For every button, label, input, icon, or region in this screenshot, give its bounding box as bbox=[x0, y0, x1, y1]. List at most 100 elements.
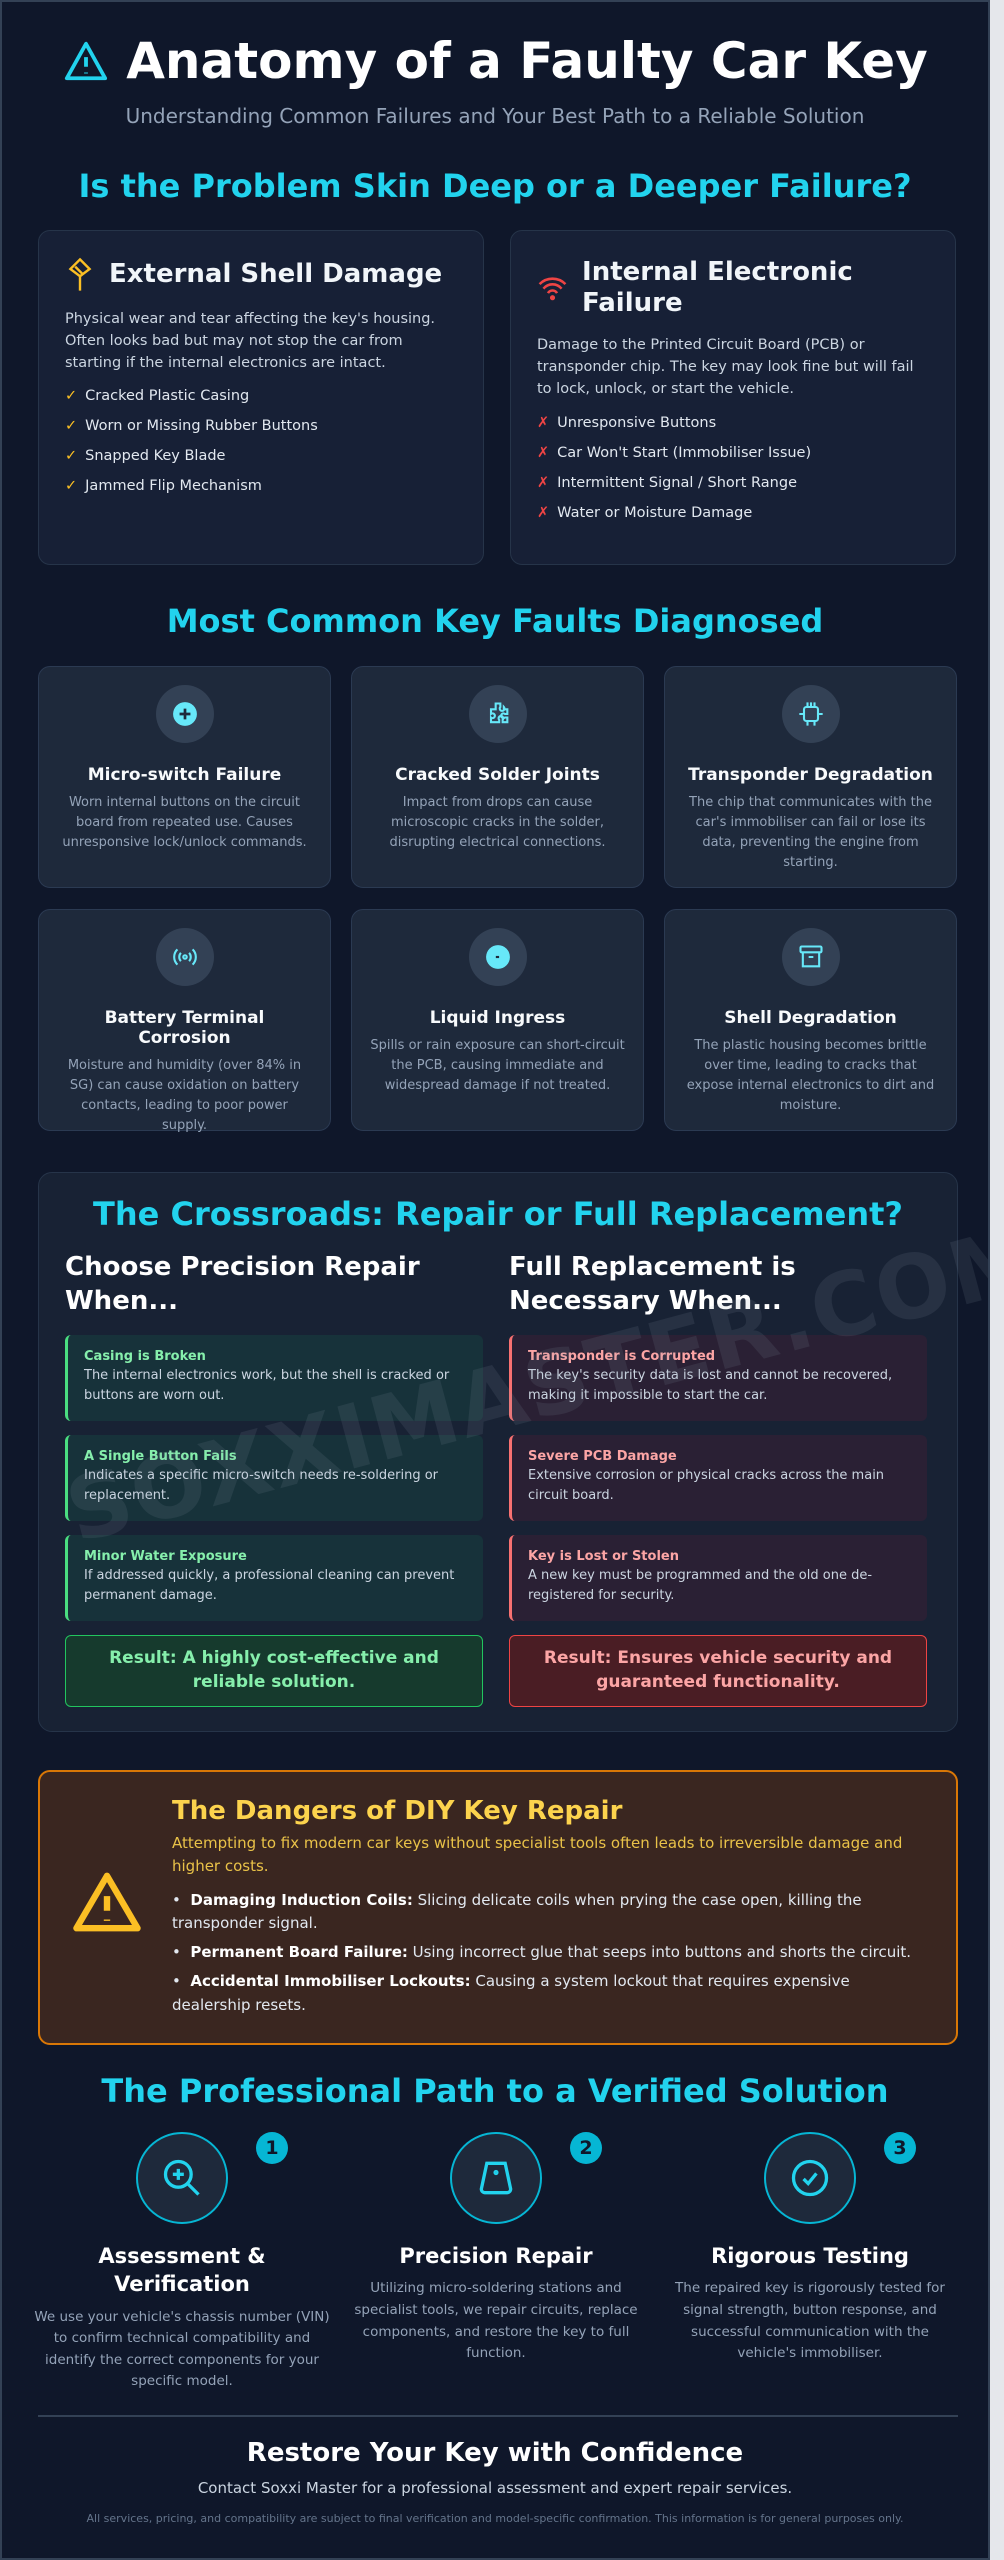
warning-triangle-icon bbox=[65, 41, 108, 81]
item-label: Accidental Immobiliser Lockouts: bbox=[190, 1972, 471, 1991]
fault-title: Battery Terminal Corrosion bbox=[104, 1008, 265, 1048]
item-text: Intermittent Signal / Short Range bbox=[557, 474, 797, 491]
fault-description: Worn internal buttons on the circuit boa… bbox=[62, 795, 307, 851]
cross-icon: ✗ bbox=[537, 414, 550, 431]
broadcast-icon bbox=[155, 928, 214, 986]
criterion-title: Key is Lost or Stolen bbox=[528, 1548, 679, 1564]
list-item: ✗ Intermittent Signal / Short Range bbox=[537, 475, 929, 491]
list-item: ✓ Jammed Flip Mechanism bbox=[65, 478, 457, 494]
card-title: Internal Electronic Failure bbox=[582, 257, 853, 319]
key-fob-icon: 2 bbox=[450, 2132, 602, 2224]
warning-triangle-icon bbox=[73, 1872, 141, 1932]
list-item: ✗Car Won't Start (Immobiliser Issue) bbox=[537, 445, 929, 461]
divider bbox=[38, 2415, 958, 2417]
list-item: • Permanent Board Failure: Using incorre… bbox=[172, 1943, 912, 1961]
list-item: ✗ Unresponsive Buttons bbox=[537, 415, 929, 431]
zoom-in-icon: 1 bbox=[136, 2132, 288, 2224]
step-title: Rigorous Testing bbox=[711, 2244, 909, 2268]
item-label: Permanent Board Failure: bbox=[190, 1943, 408, 1961]
check-circle-icon: 3 bbox=[764, 2132, 916, 2224]
list-item: ✓ Cracked Plastic Casing bbox=[65, 388, 457, 404]
item-text: Water or Moisture Damage bbox=[557, 504, 753, 521]
fault-description: The chip that communicates with the car'… bbox=[689, 795, 932, 871]
page-subtitle: Understanding Common Failures and Your B… bbox=[125, 104, 865, 128]
symptom-list: ✓ Cracked Plastic Casing ✓ Worn or Missing… bbox=[65, 388, 457, 494]
item-text: Causing a system lockout that requires e… bbox=[172, 1972, 850, 2014]
item-text: Car Won't Start (Immobiliser Issue) bbox=[557, 444, 812, 461]
criterion-title: A Single Button Fails bbox=[84, 1448, 237, 1464]
disclaimer: All services, pricing, and compatibility… bbox=[86, 2512, 904, 2525]
fault-description: The plastic housing becomes brittle over… bbox=[686, 1038, 935, 1114]
broken-key-icon bbox=[68, 257, 92, 291]
replace-result: Result: Ensures vehicle security and gua… bbox=[509, 1634, 927, 1707]
step-description: Utilizing micro-soldering stations and s… bbox=[354, 2280, 638, 2362]
check-icon: ✓ bbox=[65, 418, 78, 435]
faults-title: Most Common Key Faults Diagnosed bbox=[166, 602, 824, 640]
dangers-description: Attempting to fix modern car keys withou… bbox=[172, 1834, 903, 1876]
archive-box-icon bbox=[781, 928, 840, 986]
crossroads-title: The Crossroads: Repair or Full Replaceme… bbox=[93, 1195, 903, 1233]
criterion-text: A new key must be programmed and the old… bbox=[528, 1567, 873, 1604]
item-text: Cracked Plastic Casing bbox=[85, 388, 250, 405]
item-text: Jammed Flip Mechanism bbox=[85, 478, 262, 495]
wifi-signal-icon bbox=[538, 277, 567, 301]
list-item: • Accidental Immobiliser Lockouts: Causi… bbox=[172, 1972, 850, 2014]
fault-description: Moisture and humidity (over 84% in SG) c… bbox=[67, 1058, 302, 1134]
list-item: ✓ Worn or Missing Rubber Buttons bbox=[65, 418, 457, 434]
item-text: Slicing delicate coils when prying the c… bbox=[172, 1890, 862, 1932]
criterion-text: Extensive corrosion or physical cracks a… bbox=[528, 1467, 885, 1504]
item-text: Snapped Key Blade bbox=[85, 448, 226, 465]
cross-icon: ✗ bbox=[537, 474, 550, 491]
internal-failure-card: Internal Electronic Failure Damage to th… bbox=[510, 230, 956, 565]
comparison-title: Is the Problem Skin Deep or a Deeper Fai… bbox=[78, 167, 912, 205]
title-text: Anatomy of a Faulty Car Key bbox=[126, 32, 928, 90]
repair-column: Choose Precision Repair When... Casing i… bbox=[65, 1251, 483, 1707]
fault-title: Shell Degradation bbox=[724, 1008, 897, 1028]
list-item: ✗ Water or Moisture Damage bbox=[537, 505, 929, 521]
plus-circle-icon bbox=[155, 685, 214, 743]
crossroads-panel: The Crossroads: Repair or Full Replaceme… bbox=[38, 1172, 958, 1732]
criterion-text: The key's security data is lost and cann… bbox=[528, 1367, 893, 1404]
criterion-text: Indicates a specific micro-switch needs … bbox=[84, 1467, 439, 1504]
item-text: Unresponsive Buttons bbox=[557, 414, 717, 431]
step-number-badge: 1 bbox=[256, 2132, 288, 2164]
item-text: Worn or Missing Rubber Buttons bbox=[85, 418, 318, 435]
list-item: ✓Snapped Key Blade bbox=[65, 448, 457, 464]
puzzle-icon bbox=[468, 685, 527, 743]
repair-result: Result: A highly cost-effective and reli… bbox=[65, 1634, 483, 1707]
step-number-badge: 3 bbox=[884, 2132, 916, 2164]
fault-title: Micro-switch Failure bbox=[87, 765, 282, 785]
dangers-title: The Dangers of DIY Key Repair bbox=[172, 1796, 623, 1826]
dangers-panel: The Dangers of DIY Key Repair Attempting… bbox=[38, 1770, 958, 2045]
step-description: The repaired key is rigorously tested fo… bbox=[675, 2280, 945, 2362]
column-heading: Full Replacement is Necessary When... bbox=[509, 1252, 796, 1316]
card-description: Physical wear and tear affecting the key… bbox=[65, 311, 436, 371]
card-description: Damage to the Printed Circuit Board (PCB… bbox=[537, 337, 914, 397]
footer-title: Restore Your Key with Confidence bbox=[246, 2438, 744, 2468]
check-icon: ✓ bbox=[65, 478, 78, 495]
criterion-title: Minor Water Exposure bbox=[84, 1548, 247, 1564]
replace-criterion: Key is Lost or Stolen A new key must be p… bbox=[509, 1534, 927, 1621]
column-heading: Choose Precision Repair When... bbox=[65, 1252, 420, 1316]
chip-icon bbox=[781, 685, 840, 743]
step-number-badge: 2 bbox=[570, 2132, 602, 2164]
dangers-list: • Damaging Induction Coils: Slicing deli… bbox=[172, 1889, 932, 2017]
criterion-title: Casing is Broken bbox=[84, 1348, 206, 1364]
check-icon: ✓ bbox=[65, 388, 78, 405]
step-title: Precision Repair bbox=[399, 2244, 593, 2268]
cross-icon: ✗ bbox=[537, 504, 550, 521]
criterion-text: The internal electronics work, but the s… bbox=[84, 1367, 450, 1404]
